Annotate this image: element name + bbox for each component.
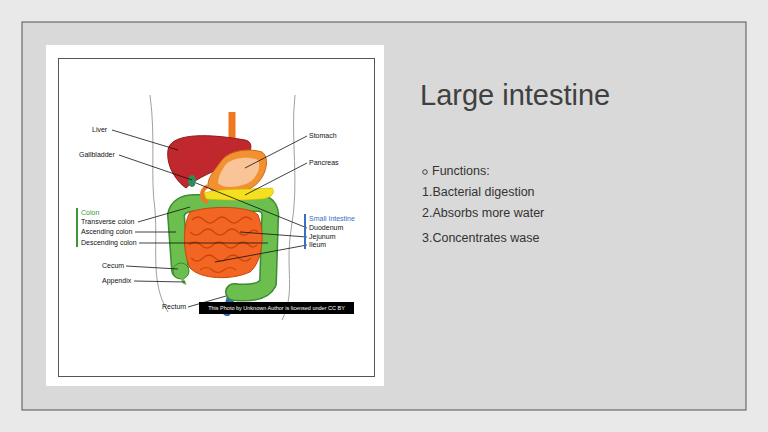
duodenum-shape [202,186,208,202]
colon-shape [176,203,270,293]
intestine-loop [192,217,252,223]
organ-label: Cecum [102,262,124,269]
group-label: Colon [81,209,99,216]
organ-label: Jejunum [309,233,335,240]
leader-line [215,245,307,262]
stomach-shape [208,150,266,194]
body-outline [150,95,295,320]
leader-line [138,207,190,222]
organ-label: Ileum [309,241,326,248]
organ-label: Duodenum [309,224,343,231]
leader-line [245,163,307,195]
organ-label: Liver [92,126,107,133]
list-item: 2.Absorbs more water [422,207,544,220]
slide-title: Large intestine [420,81,610,110]
leader-line [245,136,307,168]
attribution-box: This Photo by Unknown Author is licensed… [199,302,354,314]
photo-frame [46,45,384,386]
gallbladder-shape [188,175,196,187]
stomach-inner [218,158,259,187]
organ-label: Pancreas [309,159,339,166]
colon-bracket [76,208,78,247]
bullet-symbol [423,170,428,175]
small-intestine-bracket [304,214,306,249]
photo-border [59,59,375,377]
leader-line [196,183,307,228]
leader-line [126,266,178,269]
leader-line [119,155,192,180]
leader-line [139,243,268,244]
leader-line [112,130,178,150]
list-item: 3.Concentrates wase [422,232,539,245]
small-intestine-shape [184,207,262,277]
organ-label: Transverse colon [81,218,134,225]
list-item: 1.Bacterial digestion [422,186,535,199]
organ-label: Ascending colon [81,228,132,235]
pancreas-shape [204,188,274,200]
body-outline-right [282,95,295,320]
attribution-text: This Photo by Unknown Author is licensed… [206,305,347,311]
leader-lines [112,130,307,307]
leader-line [134,281,185,282]
organ-label: Rectum [162,303,186,310]
group-label: Small Intestine [309,215,355,222]
intestine-loop [200,268,236,273]
intestine-loop [191,255,251,261]
slide-frame [22,22,746,410]
intestine-loop [190,229,258,235]
intestine-loops [189,217,258,273]
leader-line [135,232,176,233]
organ-label: Stomach [309,132,337,139]
body-outline-left [150,95,168,312]
bullet-heading: Functions: [432,165,490,178]
colon-outline [176,203,270,293]
organ-label: Gallbladder [79,151,115,158]
organ-label: Descending colon [81,239,137,246]
organ-label: Appendix [102,277,131,284]
leader-line [240,232,307,237]
cecum-shape [173,263,189,279]
